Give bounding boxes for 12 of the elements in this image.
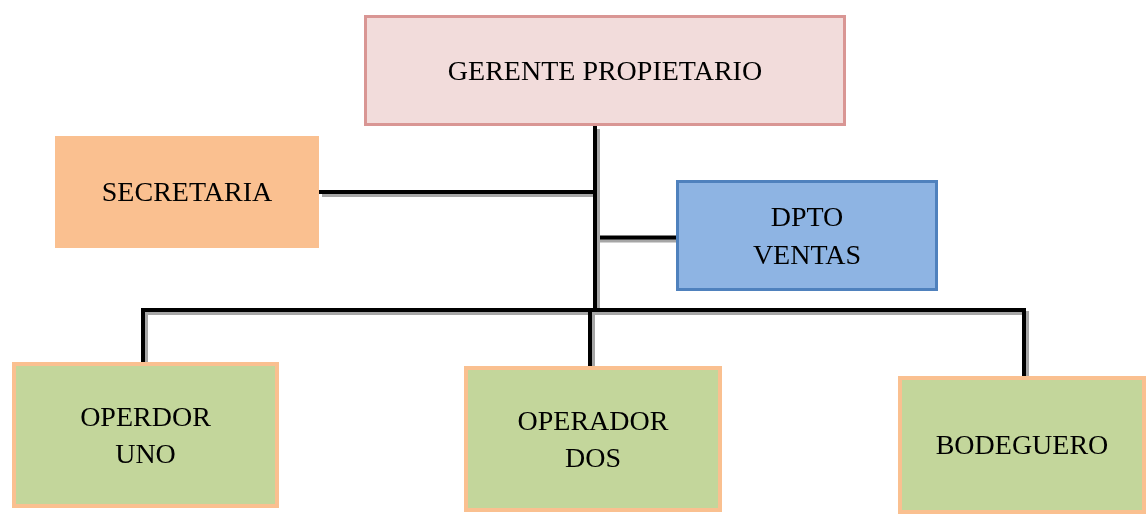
sales-department-box xyxy=(676,180,938,291)
warehouse-worker-box xyxy=(898,376,1146,514)
operator-box xyxy=(12,362,279,508)
role-label: OPERADOR DOS xyxy=(516,403,670,475)
role-label: OPERDOR UNO xyxy=(79,399,212,471)
secretary-box xyxy=(55,136,319,248)
operator-box xyxy=(464,366,722,512)
role-label: DPTO VENTAS xyxy=(751,200,863,272)
role-label: GERENTE PROPIETARIO xyxy=(447,53,763,88)
role-label: BODEGUERO xyxy=(935,428,1109,463)
manager-box xyxy=(364,15,846,126)
role-label: SECRETARIA xyxy=(101,175,273,210)
